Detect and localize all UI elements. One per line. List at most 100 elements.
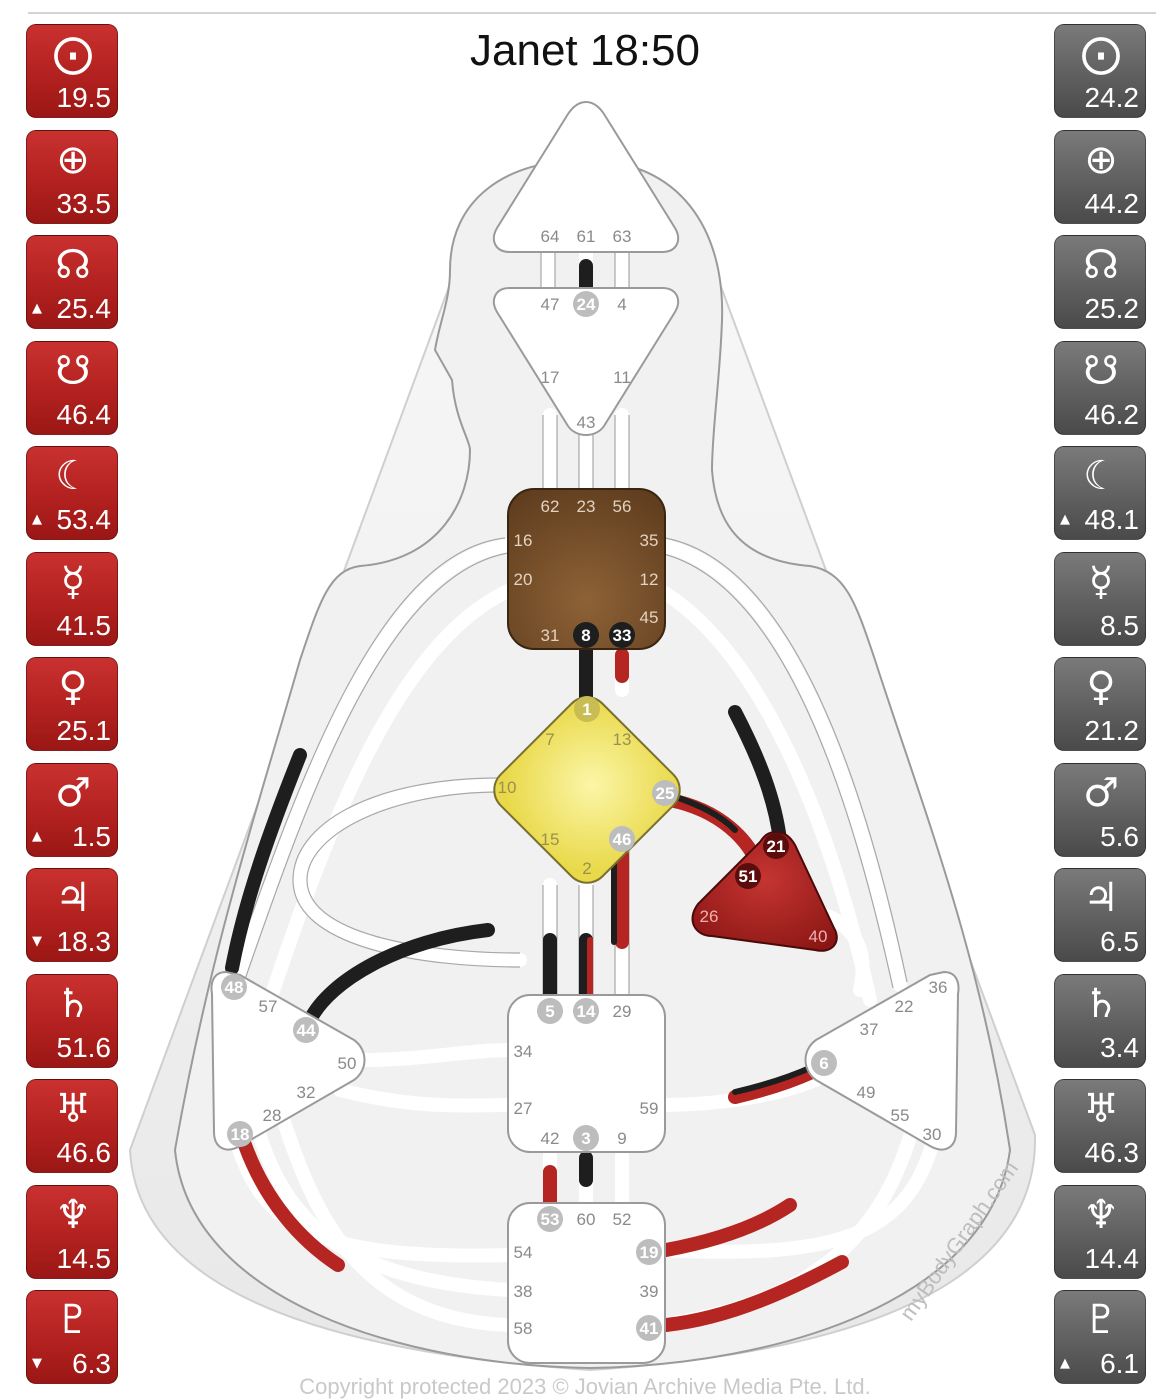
gate-activation-dot (609, 622, 635, 648)
gate-number: 12 (640, 570, 659, 589)
planet-box-earth[interactable]: ⊕33.5 (26, 129, 118, 224)
planet-value: 14.4 (1084, 1242, 1140, 1274)
head-center (492, 100, 680, 253)
planet-box-saturn[interactable]: ♄3.4 (1054, 973, 1146, 1068)
planet-box-north-node[interactable]: ☊▲25.4 (26, 235, 118, 329)
pluto-icon: ♇ (55, 1297, 91, 1343)
mercury-icon: ☿ (1088, 558, 1114, 605)
planet-box-moon[interactable]: ☾▲53.4 (26, 446, 118, 540)
gate-49: 49 (857, 1083, 876, 1102)
gate-activation-dot (573, 1125, 599, 1151)
planet-box-venus[interactable]: ♀25.1 (26, 657, 118, 751)
planet-box-moon[interactable]: ☾▲48.1 (1054, 446, 1146, 540)
gate-number: 41 (640, 1319, 659, 1338)
gate-number: 35 (640, 531, 659, 550)
planet-value: 46.3 (1084, 1137, 1140, 1168)
direction-arrow-icon: ▼ (32, 934, 42, 949)
mercury-icon: ☿ (60, 558, 86, 605)
planet-box-mercury[interactable]: ☿41.5 (26, 551, 118, 646)
gate-52: 52 (613, 1210, 632, 1229)
gate-number: 22 (895, 997, 914, 1016)
planet-box-uranus[interactable]: ♅46.6 (26, 1079, 118, 1173)
planet-box-jupiter[interactable]: ♃6.5 (1054, 868, 1146, 962)
planet-box-south-node[interactable]: ☋46.4 (26, 340, 118, 435)
planet-box-sun[interactable]: ⨀19.5 (26, 24, 118, 118)
planet-box-earth[interactable]: ⊕ 44.2 (1054, 129, 1146, 224)
planet-box-venus[interactable]: ♀21.2 (1054, 657, 1146, 751)
gate-number: 38 (514, 1282, 533, 1301)
gate-30: 30 (923, 1125, 942, 1144)
gate-33: 33 (609, 622, 635, 648)
gate-25: 25 (652, 780, 678, 806)
gate-number: 7 (545, 730, 554, 749)
planet-box-uranus[interactable]: ♅ 46.3 (1054, 1079, 1146, 1173)
gate-number: 46 (613, 830, 632, 849)
planet-value: 53.4 (56, 504, 112, 535)
planet-box-pluto[interactable]: ♇▼6.3 (26, 1290, 118, 1384)
gate-number: 28 (263, 1106, 282, 1125)
gate-activation-dot (537, 998, 563, 1024)
planet-value: 44.2 (1084, 187, 1140, 219)
planet-box-mars[interactable]: ♂▲1.5 (26, 762, 118, 857)
gate-activation-dot (609, 826, 635, 852)
direction-arrow-icon: ▲ (32, 512, 42, 527)
earth-icon: ⊕ (1084, 136, 1118, 183)
jupiter-icon: ♃ (55, 875, 91, 921)
gate-40: 40 (809, 927, 828, 946)
gate-activation-dot (574, 696, 600, 722)
gate-14: 14 (573, 998, 599, 1024)
gate-60: 60 (577, 1210, 596, 1229)
planet-value: 46.6 (56, 1137, 112, 1168)
planet-box-mercury[interactable]: ☿8.5 (1054, 551, 1146, 646)
planet-value: 25.1 (56, 715, 112, 746)
gate-12: 12 (640, 570, 659, 589)
planet-value: 48.1 (1084, 504, 1140, 535)
direction-arrow-icon: ▲ (32, 301, 42, 316)
planet-box-saturn[interactable]: ♄51.6 (26, 973, 118, 1068)
gate-number: 55 (891, 1106, 910, 1125)
gate-activation-dot (573, 291, 599, 317)
gate-number: 60 (577, 1210, 596, 1229)
gate-number: 14 (577, 1002, 596, 1021)
gate-64: 64 (541, 227, 560, 246)
gate-63: 63 (613, 227, 632, 246)
planet-box-sun[interactable]: ⨀24.2 (1054, 24, 1146, 118)
uranus-icon: ♅ (1083, 1086, 1119, 1132)
planet-box-neptune[interactable]: ♆14.5 (26, 1184, 118, 1279)
gate-57: 57 (259, 997, 278, 1016)
gate-activation-dot (537, 1206, 563, 1232)
gate-19: 19 (636, 1239, 662, 1265)
gate-number: 63 (613, 227, 632, 246)
gate-number: 18 (231, 1125, 250, 1144)
chart-title: Janet 18:50 (470, 26, 700, 75)
gate-55: 55 (891, 1106, 910, 1125)
gate-47: 47 (541, 295, 560, 314)
planet-value: 25.4 (56, 293, 112, 324)
gate-number: 31 (541, 626, 560, 645)
planet-box-pluto[interactable]: ♇▲6.1 (1054, 1290, 1146, 1384)
gate-number: 34 (514, 1042, 533, 1061)
planet-box-south-node[interactable]: ☋46.2 (1054, 340, 1146, 435)
planet-box-neptune[interactable]: ♆14.4 (1054, 1184, 1146, 1279)
planet-box-jupiter[interactable]: ♃▼18.3 (26, 868, 118, 962)
gate-43: 43 (577, 413, 596, 432)
gate-36: 36 (929, 978, 948, 997)
gate-number: 33 (613, 626, 632, 645)
planet-box-north-node[interactable]: ☊25.2 (1054, 235, 1146, 329)
personality-column: ⨀24.2 ⊕ 44.2 ☊25.2 ☋46.2 ☾▲48.1 ☿8.5 ♀21.2 ♂5.6 ♃… (1054, 24, 1148, 1396)
earth-icon: ⊕ (56, 136, 90, 183)
gate-41: 41 (636, 1315, 662, 1341)
gate-23: 23 (577, 497, 596, 516)
gate-16: 16 (514, 531, 533, 550)
gate-activation-dot (573, 622, 599, 648)
saturn-icon: ♄ (55, 980, 91, 1027)
gate-31: 31 (541, 626, 560, 645)
gate-number: 11 (613, 368, 631, 387)
planet-box-mars[interactable]: ♂5.6 (1054, 762, 1146, 857)
pluto-icon: ♇ (1083, 1297, 1119, 1343)
gate-53: 53 (537, 1206, 563, 1232)
gate-number: 25 (656, 784, 675, 803)
gate-20: 20 (514, 570, 533, 589)
root-center (507, 1202, 666, 1364)
